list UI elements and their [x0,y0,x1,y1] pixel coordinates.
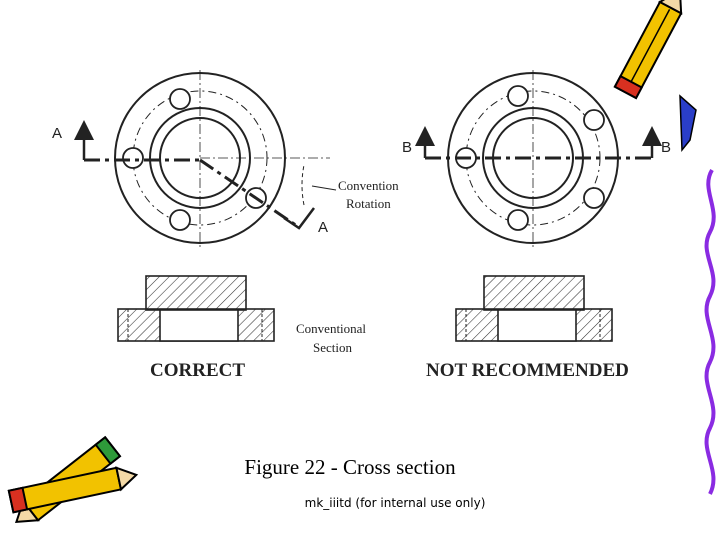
section-mark-a-end: A [318,219,328,236]
pencil-clipart-icon [613,0,683,100]
section-view-left [117,275,275,342]
pencil-tip-icon [679,94,697,153]
footer-note: mk_iiitd (for internal use only) [304,496,486,510]
pencils-clipart-icon [7,435,139,523]
cutting-plane-line-a [74,120,315,230]
cutting-plane-line-b [415,126,662,160]
rotation-leader [311,185,337,191]
flange-front-view-right [447,70,619,248]
section-note-line1: Conventional [296,321,366,336]
wavy-border-icon [704,168,716,495]
section-mark-b-start: B [402,139,412,156]
figure-caption: Figure 22 - Cross section [244,455,456,479]
verdict-not-recommended: NOT RECOMMENDED [426,360,629,381]
section-note-line2: Section [313,340,352,355]
section-mark-a-start: A [52,125,62,142]
rotation-note-line2: Rotation [346,196,391,211]
rotation-note-line1: Convention [338,178,399,193]
section-mark-b-end: B [661,139,671,156]
rotation-arc [301,164,305,206]
section-view-right [455,275,613,342]
flange-front-view-left [114,70,330,248]
verdict-correct: CORRECT [150,360,245,381]
